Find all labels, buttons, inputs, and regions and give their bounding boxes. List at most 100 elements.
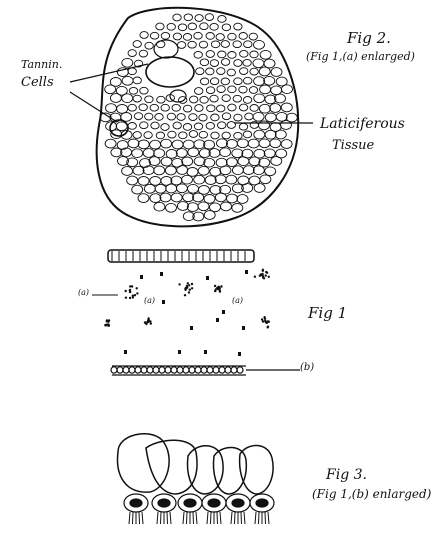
fig3-root-hair bbox=[220, 512, 221, 524]
fig2-cell bbox=[189, 114, 197, 121]
fig3-diagram bbox=[118, 434, 274, 524]
fig1-bundle-dot bbox=[106, 323, 108, 325]
fig2-cell bbox=[222, 132, 230, 139]
fig2-cell bbox=[194, 123, 202, 130]
fig2-cell bbox=[154, 166, 165, 175]
fig3-root-hair bbox=[235, 512, 236, 524]
fig2-cell bbox=[226, 140, 237, 149]
fig1-diagram bbox=[92, 250, 300, 375]
fig3-root-hair bbox=[259, 512, 260, 524]
fig1-bottom-band-cell bbox=[177, 367, 183, 373]
fig2-cell bbox=[254, 40, 265, 49]
fig2-cell bbox=[206, 33, 214, 40]
fig1-bundle-dot bbox=[145, 323, 147, 325]
fig3-root-hair bbox=[268, 512, 269, 524]
fig2-cell bbox=[122, 76, 133, 85]
fig2-cell bbox=[161, 157, 172, 166]
fig2-cell bbox=[195, 15, 203, 22]
fig1-bundle-dot bbox=[150, 322, 152, 324]
fig2-cell bbox=[222, 95, 230, 102]
fig2-cell bbox=[222, 113, 230, 120]
fig3-root-hair bbox=[244, 512, 245, 524]
fig2-cell bbox=[161, 104, 169, 111]
fig2-cell bbox=[222, 24, 230, 31]
fig1-bundle-dot bbox=[265, 274, 267, 276]
fig1-bundle-dot bbox=[267, 326, 269, 328]
fig1-bottom-band-cell bbox=[207, 367, 213, 373]
fig1-bundle-dot bbox=[218, 289, 220, 291]
fig2-cell bbox=[140, 87, 148, 94]
fig1-bottom-band-cell bbox=[129, 367, 135, 373]
fig2-cell bbox=[133, 41, 141, 48]
fig3-root-hair bbox=[193, 512, 194, 524]
fig1-bundle-dot bbox=[178, 283, 180, 285]
fig2-cell bbox=[240, 68, 248, 75]
fig2-cell bbox=[228, 86, 236, 93]
fig2-cell bbox=[140, 32, 148, 39]
fig2-cell bbox=[253, 166, 264, 175]
fig2-cell bbox=[129, 87, 137, 94]
fig3-root-hair bbox=[170, 512, 171, 524]
fig3-root-hair bbox=[129, 512, 130, 524]
fig2-cell bbox=[254, 94, 265, 103]
fig2-cell bbox=[133, 132, 141, 139]
fig2-cell-grid bbox=[100, 14, 297, 221]
fig2-cell bbox=[167, 23, 175, 30]
fig2-cell bbox=[217, 105, 225, 112]
fig1-bundle-dot bbox=[261, 318, 263, 320]
fig1-bottom-band-cell bbox=[135, 367, 141, 373]
fig2-cell bbox=[227, 69, 235, 76]
fig1-bundle-dot bbox=[131, 285, 133, 287]
fig2-cell bbox=[276, 112, 287, 121]
fig3-cell-nucleus bbox=[184, 499, 196, 507]
tannin-cells-label-line1: Tannin. bbox=[21, 59, 62, 70]
fig2-title: Fig 2. bbox=[347, 31, 391, 46]
fig1-bundle-dot bbox=[268, 276, 270, 278]
fig1-bottom-band bbox=[111, 366, 246, 375]
fig1-bundle-dot bbox=[132, 295, 134, 297]
fig2-cell bbox=[150, 140, 161, 149]
fig2-cell bbox=[133, 77, 141, 84]
fig2-cell bbox=[260, 85, 271, 94]
fig1-bundle-dot bbox=[220, 285, 222, 287]
fig2-cell bbox=[183, 105, 191, 112]
fig2-cell bbox=[206, 122, 214, 129]
fig1-label-a: (a) bbox=[144, 297, 155, 305]
fig2-cell bbox=[188, 41, 196, 48]
fig1-title: Fig 1 bbox=[308, 306, 347, 321]
fig2-cell bbox=[240, 50, 248, 57]
fig1-bottom-band-cell bbox=[189, 367, 195, 373]
fig2-cell bbox=[144, 184, 155, 193]
fig2-cell bbox=[271, 68, 282, 77]
fig1-bundle-mark bbox=[190, 326, 193, 330]
fig2-cell bbox=[198, 166, 209, 175]
fig1-top-band bbox=[108, 250, 254, 262]
fig2-cell bbox=[196, 68, 204, 75]
fig2-cell bbox=[145, 113, 153, 120]
fig1-bundle-mark bbox=[222, 310, 225, 314]
fig2-cell bbox=[194, 175, 205, 184]
fig2-cell bbox=[243, 97, 251, 104]
fig1-bottom-band-cell bbox=[123, 367, 129, 373]
fig1-bundle-mark bbox=[206, 276, 209, 280]
fig2-cell bbox=[150, 194, 161, 203]
fig2-cell bbox=[243, 166, 254, 175]
fig2-cell bbox=[151, 122, 159, 129]
fig1-bottom-band-cell bbox=[147, 367, 153, 373]
fig2-cell bbox=[249, 87, 257, 94]
fig2-cell bbox=[270, 104, 281, 113]
fig2-cell bbox=[271, 157, 282, 166]
fig1-label-b: (b) bbox=[300, 363, 314, 373]
fig2-cell bbox=[281, 121, 292, 130]
fig2-cell bbox=[167, 113, 175, 120]
fig1-bottom-band-cell bbox=[165, 367, 171, 373]
fig2-cell bbox=[234, 114, 242, 121]
fig2-cell bbox=[210, 60, 218, 67]
fig3-large-cell bbox=[146, 440, 197, 494]
laticiferous-label-line2: Tissue bbox=[332, 139, 374, 152]
fig2-cell bbox=[243, 131, 251, 138]
fig2-cell bbox=[239, 104, 247, 111]
fig1-bundle-dot bbox=[267, 320, 269, 322]
fig2-cell bbox=[260, 50, 271, 59]
